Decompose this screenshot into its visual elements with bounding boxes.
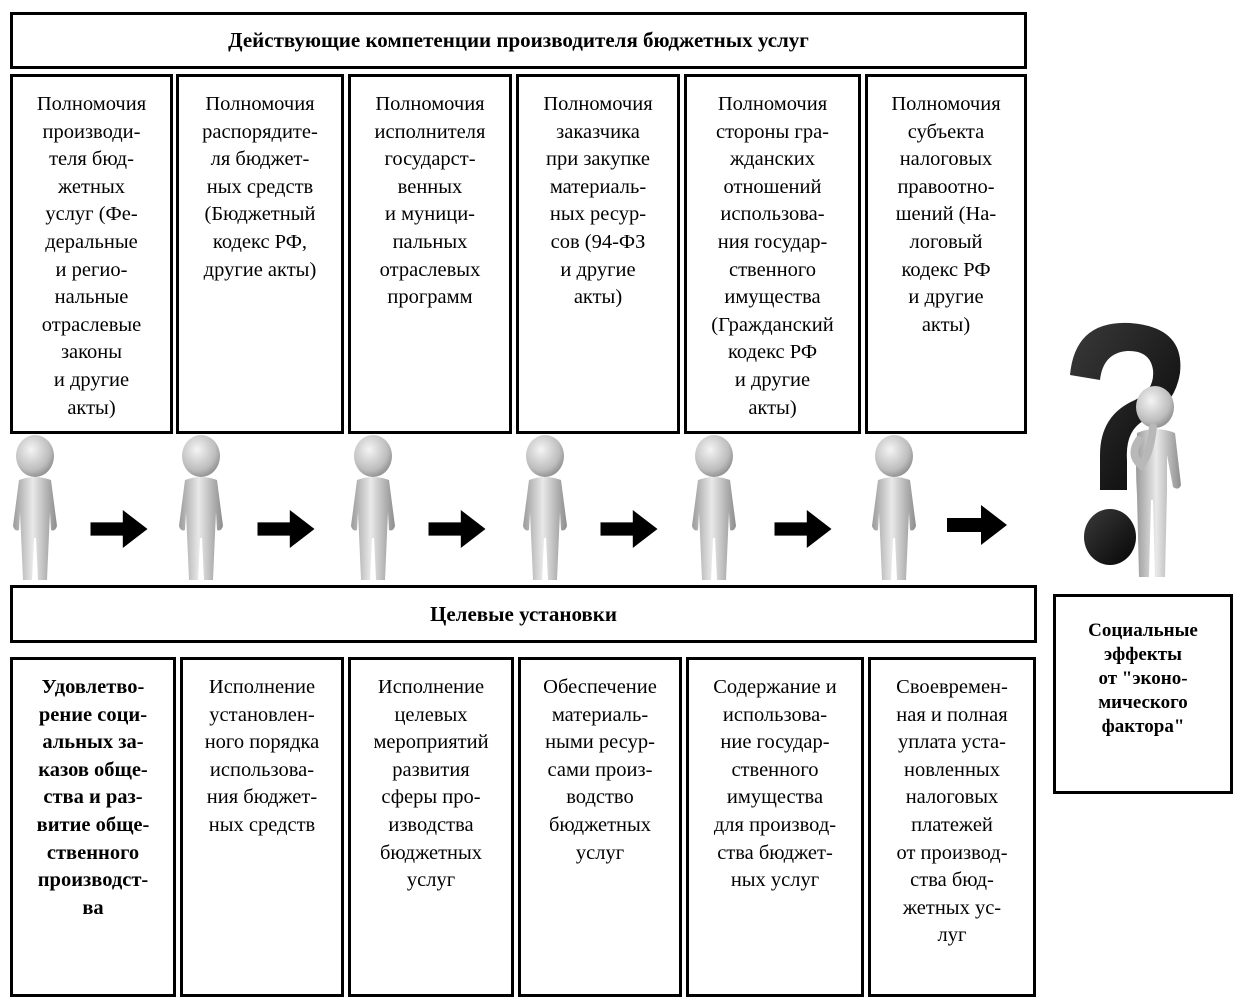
right-arrow-icon <box>428 510 486 548</box>
competency-text: Полномочия стороны гра- жданских отношен… <box>711 93 834 419</box>
right-arrow-icon <box>774 510 832 548</box>
target-box-budget-funds: Исполнение установлен- ного порядка испо… <box>180 657 344 997</box>
competency-text: Полномочия производи- теля бюд- жетных у… <box>36 93 147 419</box>
target-text: Удовлетво- рение соци- альных за- казов … <box>36 676 150 919</box>
target-text: Своевремен- ная и полная уплата уста- но… <box>896 676 1008 947</box>
social-effects-box: Социальные эффекты от "эконо- мического … <box>1053 594 1233 794</box>
competency-box-producer: Полномочия производи- теля бюд- жетных у… <box>10 74 173 434</box>
question-mark-thinker-icon <box>1070 322 1181 577</box>
target-text: Обеспечение материаль- ными ресур- сами … <box>543 676 657 864</box>
target-box-material-resources: Обеспечение материаль- ными ресур- сами … <box>518 657 682 997</box>
targets-header: Целевые установки <box>10 585 1037 643</box>
competency-box-tax-subject: Полномочия субъекта налоговых правоотно-… <box>865 74 1027 434</box>
right-arrow-icon <box>946 505 1008 545</box>
person-figure <box>514 434 576 584</box>
person-figure <box>4 434 66 584</box>
social-effects-text: Социальные эффекты от "эконо- мического … <box>1088 620 1198 737</box>
right-arrow-icon <box>257 510 315 548</box>
competency-box-civil-party: Полномочия стороны гра- жданских отношен… <box>684 74 861 434</box>
right-arrow-icon <box>90 510 148 548</box>
target-text: Исполнение целевых мероприятий развития … <box>373 676 489 892</box>
target-box-social-orders: Удовлетво- рение соци- альных за- казов … <box>10 657 176 997</box>
competencies-header: Действующие компетенции производителя бю… <box>10 12 1027 69</box>
competency-text: Полномочия заказчика при закупке материа… <box>543 93 653 309</box>
target-box-state-property: Содержание и использова- ние государ- ст… <box>686 657 864 997</box>
person-figure <box>863 434 925 584</box>
target-text: Содержание и использова- ние государ- ст… <box>713 676 837 892</box>
target-box-program-measures: Исполнение целевых мероприятий развития … <box>348 657 514 997</box>
right-arrow-icon <box>600 510 658 548</box>
person-figure <box>170 434 232 584</box>
target-text: Исполнение установлен- ного порядка испо… <box>204 676 320 836</box>
competency-box-budget-manager: Полномочия распорядите- ля бюджет- ных с… <box>176 74 344 434</box>
target-box-tax-payments: Своевремен- ная и полная уплата уста- но… <box>868 657 1036 997</box>
competency-text: Полномочия субъекта налоговых правоотно-… <box>891 93 1001 336</box>
person-figure <box>683 434 745 584</box>
competencies-header-text: Действующие компетенции производителя бю… <box>228 28 809 52</box>
competency-box-program-executor: Полномочия исполнителя государст- венных… <box>348 74 512 434</box>
targets-header-text: Целевые установки <box>430 601 617 626</box>
competency-text: Полномочия исполнителя государст- венных… <box>374 93 486 309</box>
person-figure <box>342 434 404 584</box>
competency-text: Полномочия распорядите- ля бюджет- ных с… <box>202 93 318 281</box>
competency-box-customer: Полномочия заказчика при закупке материа… <box>516 74 680 434</box>
